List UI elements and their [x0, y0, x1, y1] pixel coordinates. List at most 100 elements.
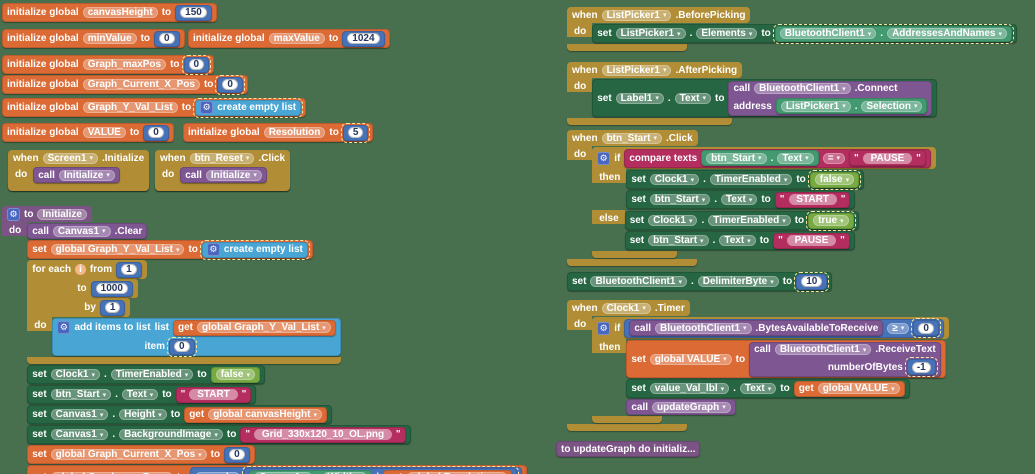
logic-false[interactable]: false▾ [807, 169, 862, 190]
number-0[interactable]: 0 [215, 74, 245, 95]
dropdown-field[interactable]: btn_Reset▾ [189, 152, 255, 164]
number-field[interactable]: 5 [347, 127, 364, 138]
get-btn-start-text[interactable]: btn_Start▾.Text▾ [701, 150, 819, 166]
dropdown-field[interactable]: Text▾ [739, 383, 777, 394]
loop-variable-field[interactable]: i [75, 264, 86, 275]
dropdown-field[interactable]: btn_Start▾ [649, 194, 711, 205]
string-field[interactable]: START [788, 194, 837, 205]
dropdown-field[interactable]: VALUE [82, 127, 126, 138]
string-field[interactable]: Grid_330x120_10_OL.png [254, 429, 392, 440]
number-0[interactable]: 0 [181, 54, 212, 75]
dropdown-field[interactable]: Canvas1▾ [254, 472, 312, 474]
number-field[interactable]: 150 [180, 7, 207, 18]
dropdown-field[interactable]: Clock1▾ [649, 174, 700, 185]
dropdown-field[interactable]: btn_Start▾ [648, 235, 709, 246]
number-0[interactable]: 0 [911, 318, 941, 338]
dropdown-field[interactable]: Canvas1▾ [52, 225, 111, 237]
dropdown-field[interactable]: value_Val_lbl▾ [649, 383, 730, 394]
dropdown-field[interactable]: TimerEnabled▾ [709, 174, 793, 185]
get-bluetoothclient1-addressesandnames[interactable]: BluetoothClient1▾.AddressesAndNames▾ [772, 23, 1014, 44]
dropdown-field[interactable]: BluetoothClient1▾ [779, 28, 877, 39]
logic-true[interactable]: true▾ [806, 210, 856, 231]
dropdown-field[interactable]: global Resolution▾ [406, 472, 507, 474]
dropdown-field[interactable]: Clock1▾ [601, 302, 651, 314]
dropdown-field[interactable]: global Graph_Current_X_Pos▾ [50, 449, 207, 460]
number-field[interactable]: 1000 [95, 283, 128, 294]
create-empty-list[interactable]: ⚙create empty list [193, 97, 304, 118]
dropdown-field[interactable]: global Graph_Y_Val_List▾ [50, 244, 185, 255]
string-field[interactable]: PAUSE [786, 235, 837, 246]
number-field[interactable]: 0 [174, 341, 190, 352]
number-0[interactable]: 0 [167, 336, 197, 357]
get-listpicker1-selection[interactable]: ListPicker1▾.Selection▾ [775, 98, 928, 114]
number-field[interactable]: 0 [229, 449, 245, 460]
dropdown-field[interactable]: maxValue [268, 33, 325, 44]
dropdown-field[interactable]: btn_Start▾ [601, 132, 662, 144]
string-field[interactable]: START [189, 389, 238, 400]
dropdown-field[interactable]: TimerEnabled▾ [110, 369, 194, 380]
dropdown-field[interactable]: Text▾ [720, 194, 758, 205]
dropdown-field[interactable]: Text▾ [777, 152, 814, 164]
dropdown-field[interactable]: Clock1▾ [50, 369, 100, 380]
dropdown-field[interactable]: BluetoothClient1▾ [754, 83, 851, 94]
dropdown-field[interactable]: global canvasHeight▾ [208, 409, 322, 420]
dropdown-field[interactable]: Height▾ [119, 409, 167, 420]
dropdown-field[interactable]: Graph_maxPos [82, 59, 167, 70]
dropdown-field[interactable]: true▾ [813, 215, 849, 226]
dropdown-field[interactable]: btn_Start▾ [706, 152, 767, 164]
mutator-gear-icon[interactable]: ⚙ [200, 101, 214, 114]
string-grid-image[interactable]: " Grid_330x120_10_OL.png " [240, 426, 406, 443]
dropdown-field[interactable]: Width▾ [322, 472, 367, 474]
mutator-gear-icon[interactable]: ⚙ [597, 321, 611, 335]
dropdown-field[interactable]: minValue [82, 33, 137, 44]
number-field[interactable]: 0 [159, 33, 175, 44]
number-field[interactable]: 1 [104, 302, 121, 313]
dropdown-field[interactable]: BluetoothClient1▾ [590, 276, 687, 287]
dropdown-field[interactable]: Graph_Current_X_Pos [82, 79, 200, 90]
dropdown-field[interactable]: Label1▾ [615, 92, 664, 104]
dropdown-field[interactable]: ListPicker1▾ [601, 9, 672, 21]
mutator-gear-icon[interactable]: ⚙ [597, 151, 611, 165]
number-10[interactable]: 10 [794, 271, 830, 292]
dropdown-field[interactable]: false▾ [814, 174, 855, 185]
dropdown-field[interactable]: ≥▾ [887, 322, 910, 334]
dropdown-field[interactable]: round▾ [195, 472, 241, 474]
dropdown-field[interactable]: canvasHeight [82, 7, 158, 18]
